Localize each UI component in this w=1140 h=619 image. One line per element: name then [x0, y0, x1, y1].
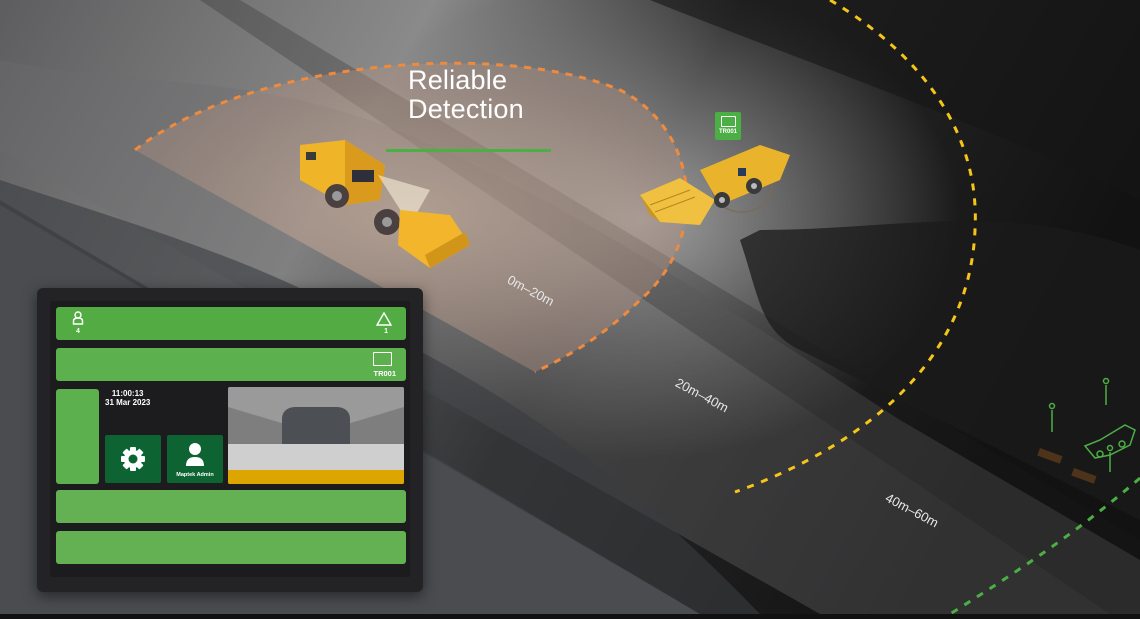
- screen-icon: [373, 352, 392, 366]
- tablet-screen: 4 1 TR001 11:00:13 31 Mar 2023: [50, 301, 410, 577]
- title-line-2: Detection: [408, 94, 524, 124]
- people-count: 4: [76, 328, 80, 335]
- warning-triangle-icon: [376, 312, 392, 326]
- tablet-device: 4 1 TR001 11:00:13 31 Mar 2023: [37, 288, 423, 592]
- loader-vehicle-right: [640, 145, 790, 225]
- vehicle-tag-label: TR001: [718, 129, 737, 135]
- panel-bar-2[interactable]: [56, 531, 406, 564]
- clock-time: 11:00:13: [111, 389, 144, 398]
- loader-vehicle-left: [300, 140, 470, 268]
- tunnel-camera-preview: [228, 387, 404, 484]
- camera-feed-tile[interactable]: [228, 387, 404, 484]
- person-icon: [72, 311, 84, 325]
- clock: 11:00:13 31 Mar 2023: [105, 389, 150, 407]
- settings-button[interactable]: [105, 435, 161, 483]
- clock-date: 31 Mar 2023: [105, 398, 151, 407]
- title-line-1: Reliable: [408, 65, 508, 95]
- panel-bar-1[interactable]: [56, 490, 406, 523]
- vehicle-tag-tr001: TR001: [715, 112, 741, 140]
- vehicle-bar[interactable]: TR001: [56, 348, 406, 381]
- alert-count: 1: [384, 328, 388, 335]
- zone-20-40m-boundary: [734, 0, 977, 494]
- detected-personnel-and-vehicle: [1048, 377, 1136, 472]
- reliable-detection-title: Reliable Detection: [408, 66, 524, 124]
- side-tile[interactable]: [56, 389, 99, 484]
- screen-icon: [720, 116, 736, 127]
- gear-icon: [121, 447, 145, 471]
- title-underline: [386, 149, 551, 152]
- vehicle-id-label: TR001: [373, 369, 396, 378]
- user-profile-button[interactable]: Maptek Admin: [167, 435, 223, 483]
- user-icon: [186, 443, 204, 466]
- barricade: [1037, 448, 1097, 484]
- status-bar[interactable]: 4 1: [56, 307, 406, 340]
- user-name: Maptek Admin: [176, 472, 214, 478]
